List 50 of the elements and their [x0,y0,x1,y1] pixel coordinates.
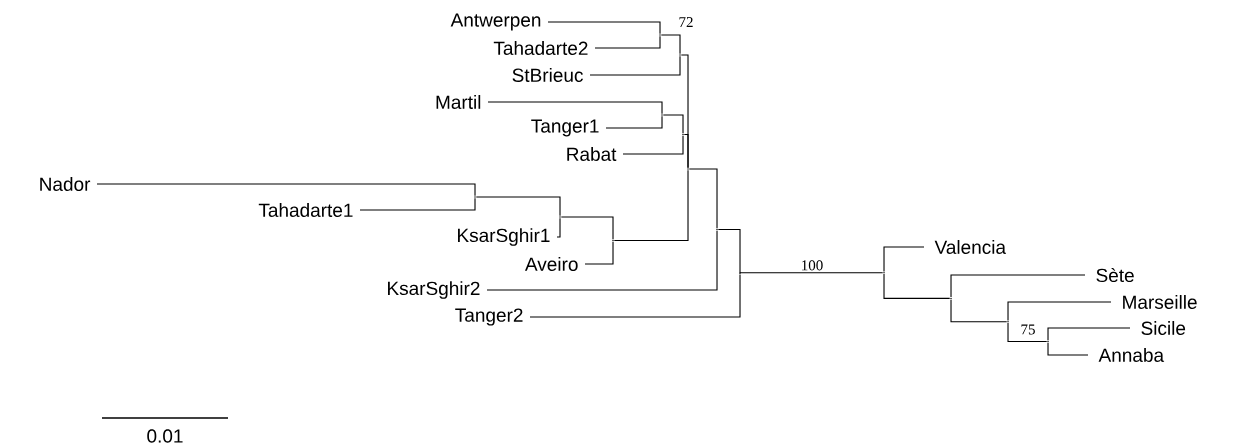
taxon-label: KsarSghir1 [458,228,550,246]
taxon-label: KsarSghir2 [388,281,480,299]
tree-branch [883,246,925,272]
taxon-label: Martil [436,95,481,109]
tree-branch [883,273,951,299]
tree-branch [683,133,689,169]
taxon-label: Valencia [934,240,1007,254]
bootstrap-value: 100 [802,260,823,271]
taxon-label: Tahadarte2 [493,41,588,55]
tree-branch [660,34,681,55]
scale-label: 0.01 [147,429,183,443]
tree-branch [584,241,614,265]
tree-branch [613,169,689,242]
taxon-label: Tahadarte1 [258,203,353,217]
tree-branch [950,274,1086,298]
tree-branch [688,168,718,229]
taxon-label: Tanger2 [455,308,523,326]
tree-branch [560,216,614,240]
tree-branch [1047,342,1089,356]
tree-branch [589,55,681,76]
taxon-label: Sète [1096,267,1134,283]
taxon-label: Tanger1 [531,119,599,137]
tree-branch [622,135,684,155]
taxon-label: Aveiro [525,257,578,271]
tree-branch [1007,301,1112,322]
tree-branch [1007,322,1048,343]
taxon-label: Antwerpen [450,13,541,31]
taxon-label: Rabat [567,147,617,161]
tree-branch [594,35,661,49]
tree-branch [1047,327,1131,341]
taxon-label: Annaba [1098,348,1165,362]
tree-branch [96,183,476,197]
tree-branch [529,273,741,318]
tree-branch [475,196,561,217]
tree-branch [547,21,661,35]
tree-branch [487,101,663,115]
bootstrap-value: 72 [679,17,693,27]
tree-branch [662,114,684,134]
bootstrap-value: 75 [1021,324,1035,335]
tree-branch [950,299,1008,323]
tree-branch [739,271,884,274]
taxon-label: StBrieuc [512,68,583,82]
taxon-label: Nador [40,177,91,191]
taxon-label: Sicile [1141,321,1186,335]
taxon-label: Marseille [1123,295,1197,309]
tree-branch [486,230,718,291]
tree-branch [717,228,741,273]
tree-branch [605,115,663,129]
tree-branch [359,197,476,211]
tree-branch [556,217,561,238]
